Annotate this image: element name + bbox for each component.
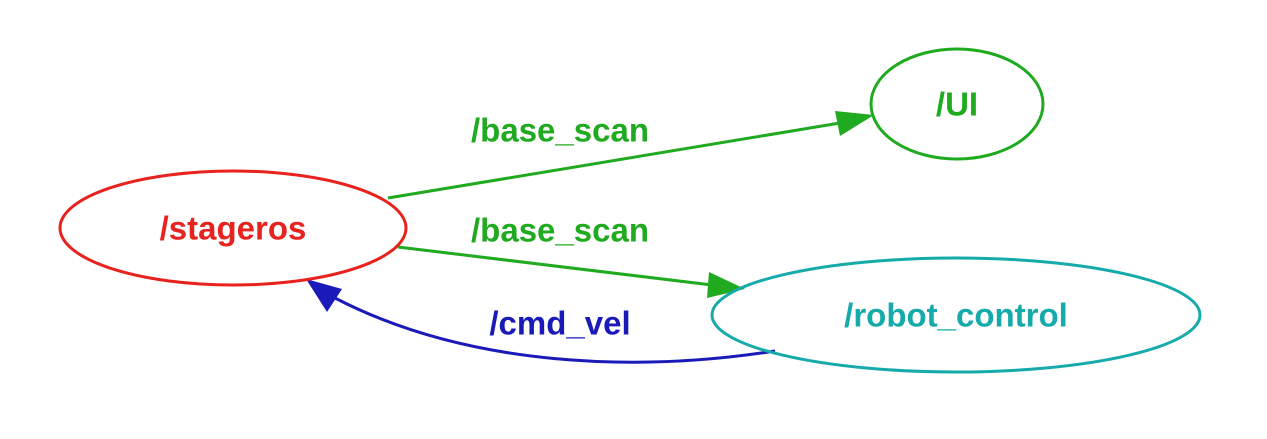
node-label-stageros: /stageros [160,210,307,247]
edge-stageros-to-ui: /base_scan [387,111,874,200]
edge-label-robot-control-stageros: /cmd_vel [489,305,630,342]
arrowhead-icon [835,111,874,136]
edge-curve [334,296,776,364]
node-ellipse [58,169,408,287]
node-label-ui: /UI [936,86,978,123]
edge-robot-control-to-stageros: /cmd_vel [306,279,776,364]
node-robot-control[interactable]: /robot_control [710,256,1202,374]
arrowhead-icon [306,279,342,312]
edge-line [397,245,713,287]
edge-label-stageros-robot-control: /base_scan [471,212,649,249]
node-ellipse [869,47,1045,161]
edge-label-stageros-ui: /base_scan [471,112,649,149]
arrowhead-icon [707,272,745,298]
edge-line [387,121,841,200]
node-ui[interactable]: /UI [869,47,1045,161]
node-ellipse [710,256,1202,374]
edge-stageros-to-robot-control: /base_scan [397,212,745,298]
node-label-robot-control: /robot_control [844,297,1068,334]
node-stageros[interactable]: /stageros [58,169,408,287]
